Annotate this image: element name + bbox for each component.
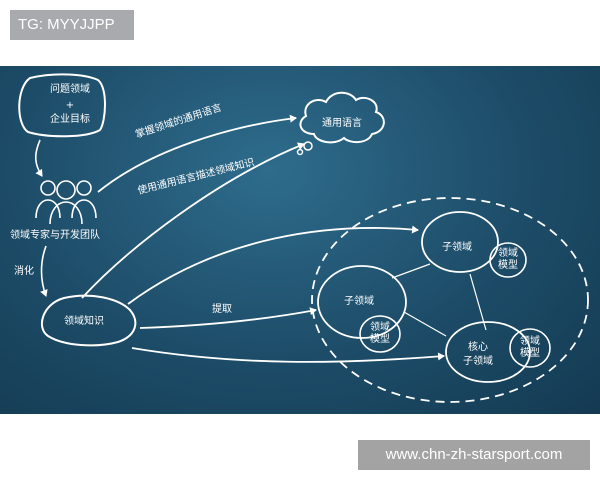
arrow-to-top-subdomain [127,225,419,305]
subdomain-core-model [509,328,551,368]
team-label: 领域专家与开发团队 [10,230,100,241]
subdomain-top-model-line1: 领域 [498,248,518,259]
arrow-master-language [97,114,297,193]
problem-domain-box [18,73,106,138]
arrow-digest [40,245,48,297]
subdomain-top-model-line2: 模型 [498,260,518,271]
link-top-core [469,273,487,331]
arrow-to-core-subdomain [131,347,445,363]
subdomain-core-title-line2: 子领域 [463,356,493,367]
arrow-problem-to-team [34,139,43,177]
domain-diagram: 问题领域 + 企业目标 领域专家与开发团队 消化 领域知识 通用语言 掌握领域的… [0,66,600,414]
subdomain-top-model [489,242,527,278]
problem-domain-line1: 问题领域 [50,84,90,95]
arrow-describe-knowledge [81,142,305,299]
language-cloud [299,91,385,144]
subdomain-core-model-line1: 领域 [520,336,540,347]
digest-label: 消化 [14,266,34,277]
arrow-extract [139,307,317,329]
subdomain-top-title: 子领域 [442,242,472,253]
subdomain-left-model-line1: 领域 [370,322,390,333]
cloud-label: 通用语言 [322,118,362,129]
cloud-bubble-small [296,148,304,156]
problem-domain-line3: 企业目标 [50,114,90,125]
channel-tag: TG: MYYJJPP [10,10,134,40]
team-icon [35,180,97,225]
subdomain-core-title-line1: 核心 [468,342,488,353]
subdomain-core-model-line2: 模型 [520,348,540,359]
link-top-left [391,263,431,279]
subdomain-left-model [359,315,401,353]
knowledge-blob [40,294,137,347]
bounded-context-boundary [311,197,589,403]
link-left-core [403,311,447,337]
problem-domain-plus: + [65,100,75,111]
subdomain-top [421,211,499,273]
arrow-extract-label: 提取 [212,304,232,315]
subdomain-left-model-line2: 模型 [370,334,390,345]
subdomain-core [445,321,531,383]
subdomain-left-title: 子领域 [344,296,374,307]
diagram-graphics [18,73,589,403]
subdomain-left [317,265,407,339]
cloud-bubble-large [303,141,313,151]
watermark-url: www.chn-zh-starsport.com [358,440,590,470]
knowledge-label: 领域知识 [64,316,104,327]
